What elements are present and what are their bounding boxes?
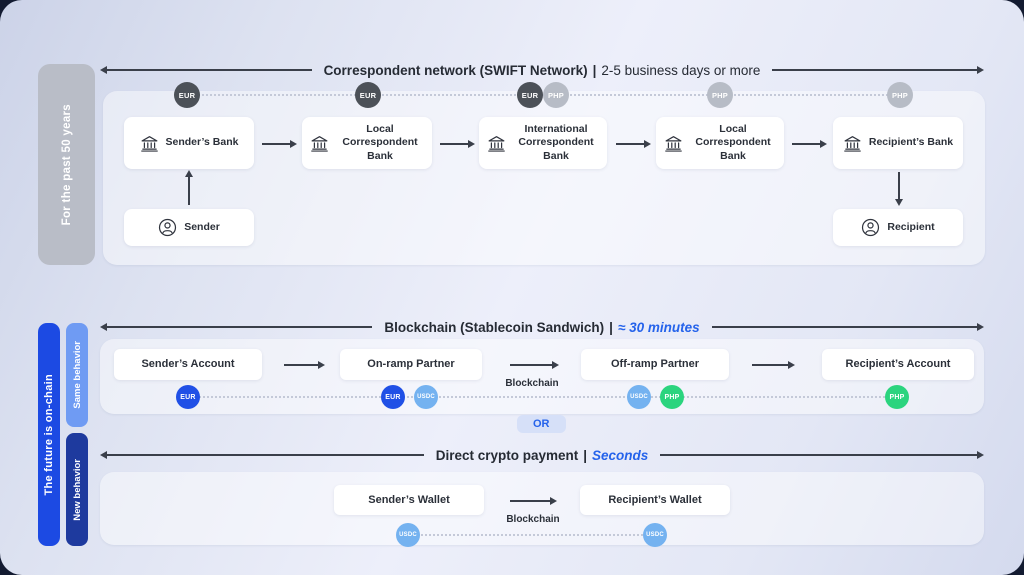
currency-badge-usdc: USDC: [414, 385, 438, 409]
new-behavior-label: New behavior: [71, 458, 83, 521]
sender-to-bank-arrow: [188, 177, 190, 205]
stablecoin-header-row: Blockchain (Stablecoin Sandwich)|≈ 30 mi…: [107, 319, 978, 335]
direct-panel: [100, 472, 984, 545]
direct-title-text: Direct crypto payment: [435, 447, 579, 463]
currency-badge-eur: EUR: [517, 82, 543, 108]
onramp-partner-label: On-ramp Partner: [367, 358, 455, 371]
recipients-account-label: Recipient’s Account: [845, 358, 951, 371]
separator: |: [592, 62, 597, 78]
separator: |: [609, 319, 613, 335]
bank-node-label: Local Correspondent Bank: [695, 122, 771, 162]
recipient-node: Recipient: [833, 209, 963, 246]
stablecoin-subtitle-text: ≈ 30 minutes: [617, 319, 700, 335]
direct-title: Direct crypto payment|Seconds: [436, 448, 649, 463]
flow-arrow: [616, 143, 644, 145]
offramp-partner-node: Off-ramp Partner: [581, 349, 729, 380]
flow-arrow-blockchain: [510, 364, 552, 366]
new-behavior-bar: New behavior: [66, 433, 88, 546]
bank-node-local-correspondent-1: Local Correspondent Bank: [302, 117, 432, 169]
currency-badge-eur: EUR: [355, 82, 381, 108]
currency-badge-eur: EUR: [176, 385, 200, 409]
separator: |: [583, 447, 588, 463]
bank-node-label: International Correspondent Bank: [518, 122, 594, 162]
currency-badge-usdc: USDC: [396, 523, 420, 547]
or-badge: OR: [517, 415, 566, 433]
left-arrow-line: [107, 69, 312, 71]
currency-badge-eur: EUR: [381, 385, 405, 409]
left-arrow-line: [107, 454, 424, 456]
bank-icon: [140, 135, 159, 152]
recipients-wallet-node: Recipient’s Wallet: [580, 485, 730, 515]
era-bar: For the past 50 years: [38, 64, 95, 265]
person-icon: [861, 218, 880, 237]
flow-arrow: [440, 143, 468, 145]
bank-node-local-correspondent-2: Local Correspondent Bank: [656, 117, 784, 169]
bank-node-label: Local Correspondent Bank: [342, 122, 418, 162]
direct-subtitle-text: Seconds: [592, 447, 649, 463]
bank-icon: [310, 135, 329, 152]
direct-badge-connector: [408, 534, 655, 536]
bank-node-international-correspondent: International Correspondent Bank: [479, 117, 607, 169]
recipient-label: Recipient: [887, 220, 935, 233]
person-icon: [158, 218, 177, 237]
bank-icon: [487, 135, 506, 152]
future-onchain-bar: The future is on-chain: [38, 323, 60, 546]
senders-wallet-label: Sender’s Wallet: [368, 493, 450, 506]
currency-badge-usdc: USDC: [643, 523, 667, 547]
bank-node-recipients-bank: Recipient’s Bank: [833, 117, 963, 169]
stablecoin-badge-connector: [188, 396, 897, 398]
right-arrow-line: [660, 454, 978, 456]
onramp-partner-node: On-ramp Partner: [340, 349, 482, 380]
flow-arrow: [752, 364, 788, 366]
currency-badge-php: PHP: [707, 82, 733, 108]
right-arrow-line: [772, 69, 977, 71]
currency-badge-eur: EUR: [174, 82, 200, 108]
left-arrow-line: [107, 326, 373, 328]
offramp-partner-label: Off-ramp Partner: [610, 358, 700, 371]
currency-badge-php: PHP: [660, 385, 684, 409]
recipients-account-node: Recipient’s Account: [822, 349, 974, 380]
era-bar-label: For the past 50 years: [60, 103, 73, 226]
senders-account-node: Sender’s Account: [114, 349, 262, 380]
currency-badge-usdc: USDC: [627, 385, 651, 409]
bank-node-senders-bank: Sender’s Bank: [124, 117, 254, 169]
currency-badge-php: PHP: [887, 82, 913, 108]
stablecoin-title-text: Blockchain (Stablecoin Sandwich): [384, 319, 605, 335]
sender-label: Sender: [184, 220, 220, 233]
flow-arrow-blockchain: [510, 500, 550, 502]
sender-node: Sender: [124, 209, 254, 246]
swift-title: Correspondent network (SWIFT Network)|2-…: [324, 63, 761, 78]
currency-badge-php: PHP: [885, 385, 909, 409]
bank-to-recipient-arrow: [898, 172, 900, 199]
blockchain-label: Blockchain: [505, 378, 559, 389]
senders-account-label: Sender’s Account: [141, 358, 235, 371]
flow-arrow: [284, 364, 318, 366]
right-arrow-line: [711, 326, 978, 328]
direct-header-row: Direct crypto payment|Seconds: [107, 447, 978, 463]
same-behavior-bar: Same behavior: [66, 323, 88, 427]
currency-badge-php: PHP: [543, 82, 569, 108]
future-onchain-label: The future is on-chain: [43, 373, 55, 496]
blockchain-label: Blockchain: [506, 514, 560, 525]
bank-node-label: Recipient’s Bank: [868, 136, 954, 149]
flow-arrow: [262, 143, 290, 145]
stablecoin-title: Blockchain (Stablecoin Sandwich)|≈ 30 mi…: [384, 320, 699, 335]
same-behavior-label: Same behavior: [71, 341, 83, 409]
recipients-wallet-label: Recipient’s Wallet: [608, 493, 702, 506]
bank-icon: [843, 135, 862, 152]
flow-arrow: [792, 143, 820, 145]
bank-icon: [664, 135, 683, 152]
bank-node-label: Sender’s Bank: [165, 136, 239, 149]
swift-header-row: Correspondent network (SWIFT Network)|2-…: [107, 62, 977, 78]
senders-wallet-node: Sender’s Wallet: [334, 485, 484, 515]
swift-subtitle-text: 2-5 business days or more: [601, 62, 761, 78]
swift-title-text: Correspondent network (SWIFT Network): [323, 62, 588, 78]
